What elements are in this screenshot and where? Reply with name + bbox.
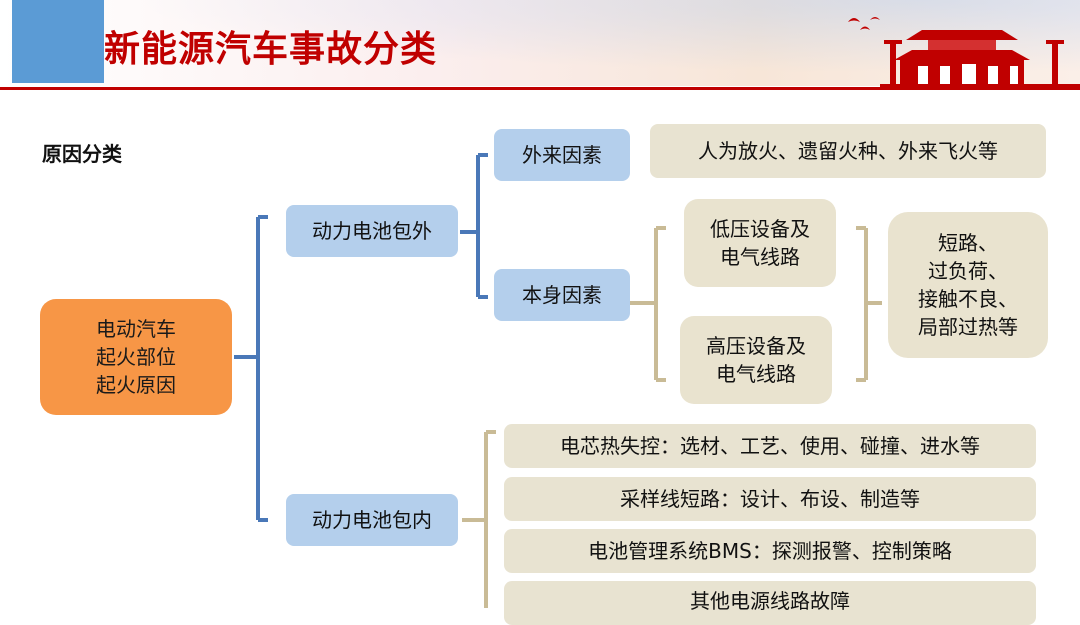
tiananmen-gate-icon (848, 17, 1080, 88)
external-factor-node: 外来因素 (494, 129, 630, 181)
inner-pack-node: 动力电池包内 (286, 494, 458, 546)
fault-types-node: 短路、 过负荷、 接触不良、 局部过热等 (888, 212, 1048, 358)
outer-pack-node: 动力电池包外 (286, 205, 458, 257)
external-factor-detail: 人为放火、遗留火种、外来飞火等 (650, 124, 1046, 178)
high-voltage-label: 高压设备及 电气线路 (706, 334, 806, 386)
root-node-label: 电动汽车 起火部位 起火原因 (96, 317, 176, 397)
inner-item-sampling-line: 采样线短路：设计、布设、制造等 (504, 477, 1036, 521)
root-node: 电动汽车 起火部位 起火原因 (40, 299, 232, 415)
section-label: 原因分类 (42, 142, 122, 166)
inner-item-cell-runaway: 电芯热失控：选材、工艺、使用、碰撞、进水等 (504, 424, 1036, 468)
low-voltage-node: 低压设备及 电气线路 (684, 199, 836, 287)
fault-types-label: 短路、 过负荷、 接触不良、 局部过热等 (918, 231, 1018, 339)
internal-factor-node: 本身因素 (494, 269, 630, 321)
page-title: 新能源汽车事故分类 (104, 29, 438, 70)
diagram-connectors (234, 153, 882, 608)
inner-item-other-power-line: 其他电源线路故障 (504, 581, 1036, 625)
inner-item-label: 电池管理系统BMS：探测报警、控制策略 (588, 539, 952, 563)
low-voltage-label: 低压设备及 电气线路 (710, 217, 810, 269)
inner-item-label: 其他电源线路故障 (690, 589, 850, 613)
inner-pack-label: 动力电池包内 (312, 508, 432, 532)
outer-pack-label: 动力电池包外 (312, 219, 432, 243)
inner-item-label: 电芯热失控：选材、工艺、使用、碰撞、进水等 (560, 434, 980, 458)
external-factor-detail-text: 人为放火、遗留火种、外来飞火等 (698, 139, 998, 163)
header-divider (0, 87, 1080, 90)
high-voltage-node: 高压设备及 电气线路 (680, 316, 832, 404)
header-accent-block (12, 0, 104, 83)
inner-item-bms: 电池管理系统BMS：探测报警、控制策略 (504, 529, 1036, 573)
external-factor-label: 外来因素 (522, 143, 602, 167)
inner-item-label: 采样线短路：设计、布设、制造等 (620, 487, 920, 511)
internal-factor-label: 本身因素 (522, 283, 602, 307)
